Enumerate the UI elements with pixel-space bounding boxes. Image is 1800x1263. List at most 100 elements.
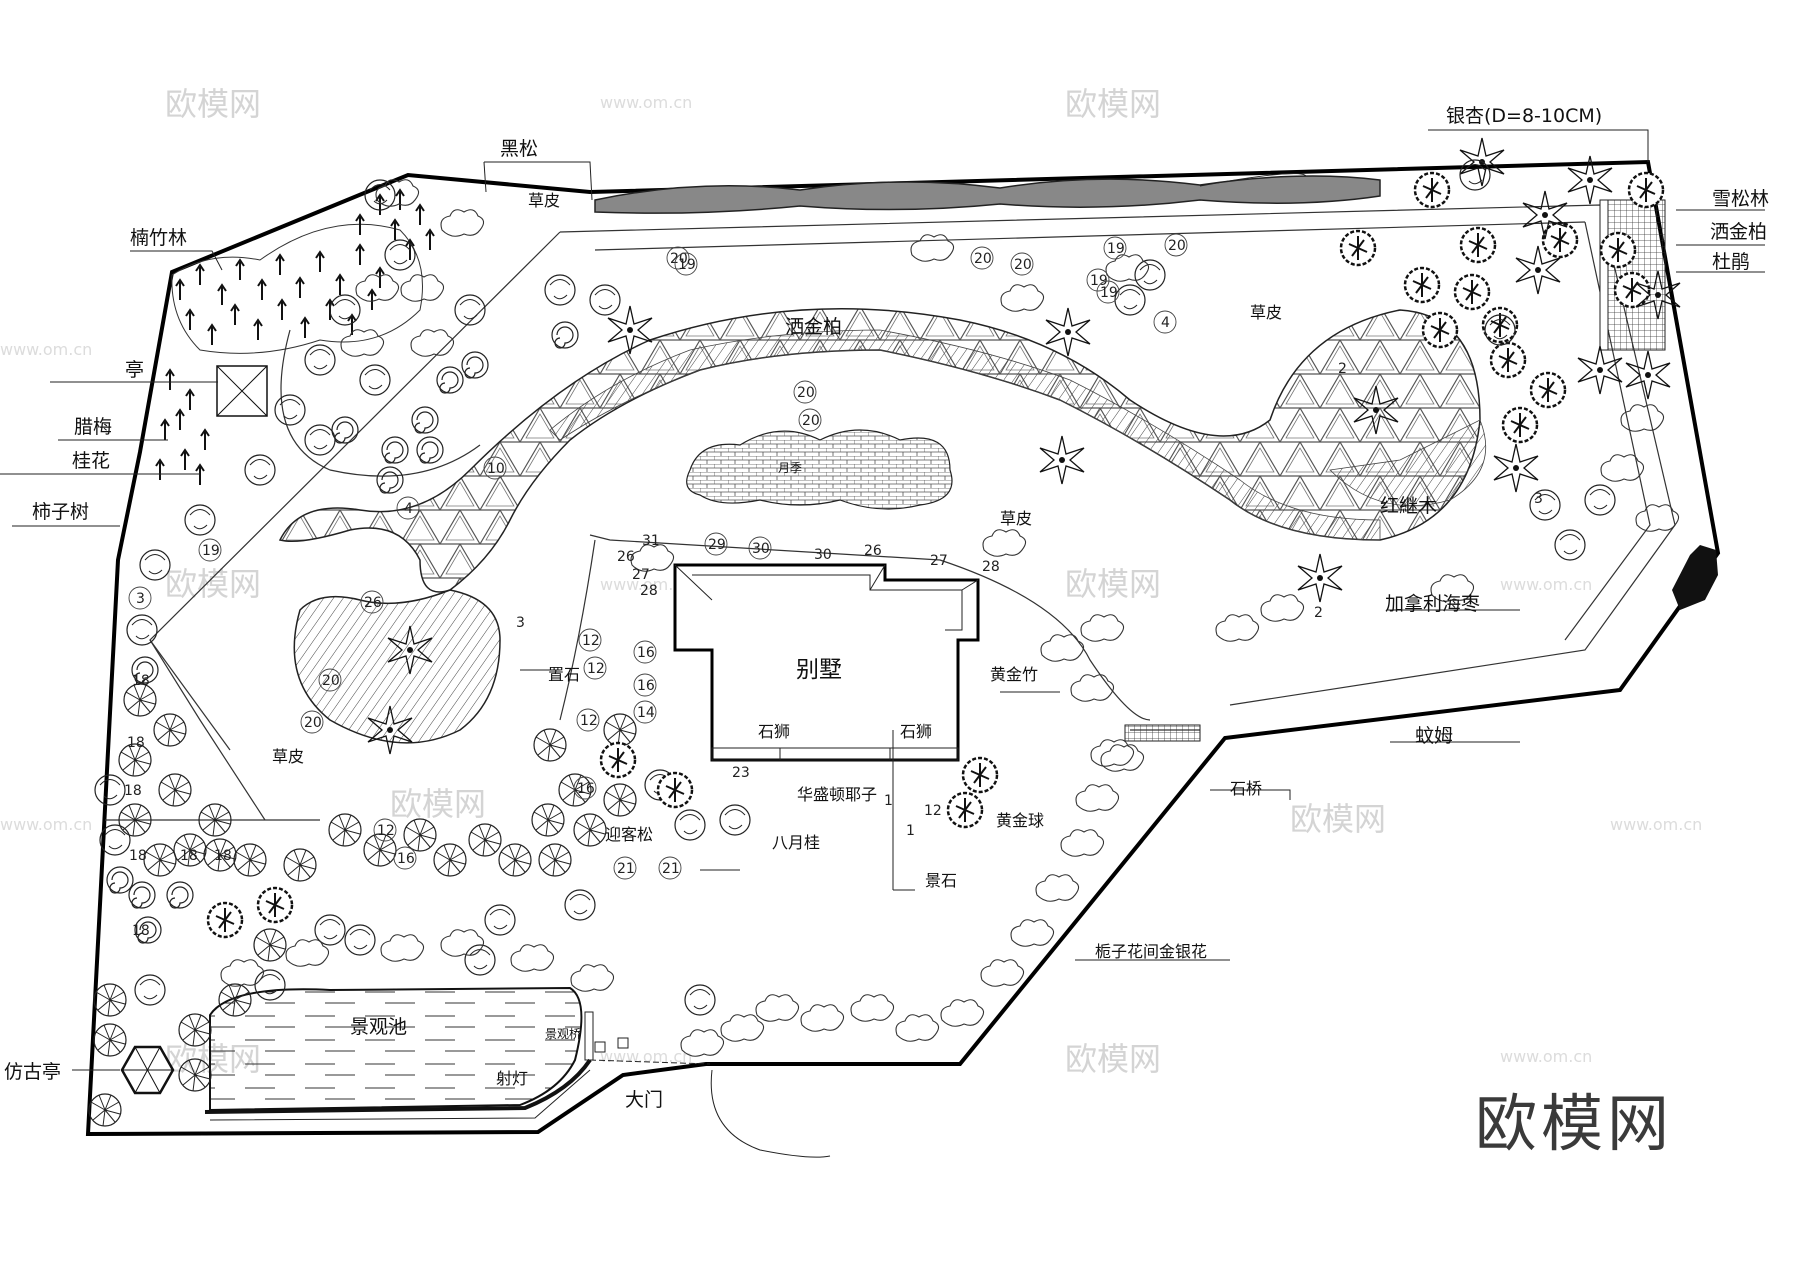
plant-number: 18 [124, 783, 142, 799]
plant-number: 2 [1314, 605, 1323, 621]
plant-number: 19 [202, 543, 220, 559]
label-golden-ball: 黄金球 [996, 811, 1044, 830]
plant-number: 20 [974, 251, 992, 267]
plant-number: 20 [1168, 238, 1186, 254]
label-lawn-right: 草皮 [1250, 303, 1282, 322]
label-cedar-grove: 雪松林 [1712, 188, 1769, 210]
plant-number: 4 [1161, 315, 1170, 331]
watermark-url: www.om.cn [600, 93, 692, 112]
planting-numbers: 20 20 19 20 19 19 4 19 20 20 20 10 4 19 … [124, 233, 1543, 939]
watermark-text: 欧模网 [165, 85, 261, 123]
watermark-text: 欧模网 [390, 785, 486, 823]
watermark-url: www.om.cn [1500, 1047, 1592, 1066]
plant-number: 19 [1090, 273, 1108, 289]
rock-cluster [1672, 545, 1718, 610]
plant-number: 12 [580, 713, 598, 729]
plant-number: 2 [1338, 361, 1347, 377]
plant-number: 19 [1107, 241, 1125, 257]
plant-number: 30 [814, 547, 832, 563]
plant-number: 20 [322, 673, 340, 689]
watermark-text: 欧模网 [1065, 1040, 1161, 1078]
sajinbai-bed [278, 308, 1487, 744]
label-wintersweet: 腊梅 [74, 416, 112, 438]
label-golden-cypress-main: 洒金柏 [785, 316, 842, 338]
label-stone-bridge: 石桥 [1230, 779, 1262, 798]
label-pavilion: 亭 [125, 359, 144, 381]
plant-number: 10 [487, 461, 505, 477]
label-villa: 别墅 [796, 657, 842, 683]
watermark-url: www.om.cn [1610, 815, 1702, 834]
watermark-url: www.om.cn [1500, 575, 1592, 594]
plant-number: 3 [136, 591, 145, 607]
plant-number: 23 [732, 765, 750, 781]
plant-number: 26 [864, 543, 882, 559]
watermark-layer: 欧模网 www.om.cn 欧模网 欧模网 www.om.cn 欧模网 www.… [0, 85, 1702, 1078]
plant-number: 27 [930, 553, 948, 569]
watermark-text: 欧模网 [165, 565, 261, 603]
label-golden-cypress-right: 洒金柏 [1710, 221, 1767, 243]
plant-number: 27 [632, 567, 650, 583]
plant-number: 20 [670, 251, 688, 267]
label-washingtonia: 华盛顿耶子 [797, 785, 877, 804]
plant-number: 18 [129, 848, 147, 864]
label-ginkgo: 银杏(D=8-10CM) [1446, 105, 1602, 127]
rose-bed [686, 429, 953, 510]
plant-number: 29 [708, 537, 726, 553]
watermark-url: www.om.cn [0, 815, 92, 834]
label-wenmu: 蚊姆 [1415, 725, 1453, 747]
label-lawn-center: 草皮 [1000, 509, 1032, 528]
plant-number: 12 [582, 633, 600, 649]
plant-number: 12 [587, 661, 605, 677]
label-placed-stone: 置石 [548, 665, 580, 684]
label-lawn-left: 草皮 [272, 747, 304, 766]
plant-number: 18 [132, 923, 150, 939]
pavilion-square [216, 365, 268, 417]
label-scenic-stone: 景石 [925, 871, 957, 890]
plant-number: 3 [1534, 491, 1543, 507]
label-august-osmanthus: 八月桂 [772, 833, 820, 852]
plant-number: 21 [617, 861, 635, 877]
plant-number: 26 [364, 595, 382, 611]
plant-number: 1 [884, 793, 893, 809]
plant-number: 18 [180, 848, 198, 864]
label-rose: 月季 [778, 461, 802, 475]
label-black-pine: 黑松 [500, 138, 538, 160]
plant-number: 20 [1014, 257, 1032, 273]
watermark-text: 欧模网 [1065, 85, 1161, 123]
brand-logo-text: 欧模网 [1475, 1087, 1673, 1160]
plant-number: 12 [924, 803, 942, 819]
label-landscape-bridge: 景观桥 [545, 1027, 581, 1041]
plant-number: 3 [516, 615, 525, 631]
plant-number: 30 [752, 541, 770, 557]
watermark-url: www.om.cn [600, 575, 692, 594]
plant-number: 16 [577, 781, 595, 797]
plant-number: 14 [637, 705, 655, 721]
plant-number: 18 [132, 673, 150, 689]
label-bamboo-grove: 楠竹林 [130, 227, 187, 249]
plant-number: 12 [377, 823, 395, 839]
antique-pavilion [120, 1045, 175, 1095]
watermark-text: 欧模网 [1065, 565, 1161, 603]
label-spotlight: 射灯 [496, 1069, 528, 1088]
label-antique-pavilion: 仿古亭 [4, 1061, 61, 1083]
plant-number: 18 [127, 735, 145, 751]
plant-number: 28 [640, 583, 658, 599]
plant-number: 19 [678, 257, 696, 273]
plant-number: 21 [662, 861, 680, 877]
label-stone-lion-right: 石狮 [900, 722, 932, 741]
plant-number: 16 [637, 678, 655, 694]
plant-number: 20 [797, 385, 815, 401]
villa-building [673, 563, 980, 762]
bamboo-grove [155, 189, 435, 486]
landscape-pond [204, 986, 592, 1121]
plant-number: 20 [802, 413, 820, 429]
label-landscape-pond: 景观池 [350, 1016, 407, 1038]
watermark-url: www.om.cn [600, 1047, 692, 1066]
label-stone-lion-left: 石狮 [758, 722, 790, 741]
plant-number: 1 [906, 823, 915, 839]
plant-number: 18 [214, 848, 232, 864]
label-main-gate: 大门 [625, 1089, 663, 1111]
label-leaders [0, 129, 1765, 1071]
label-persimmon: 柿子树 [32, 501, 89, 523]
